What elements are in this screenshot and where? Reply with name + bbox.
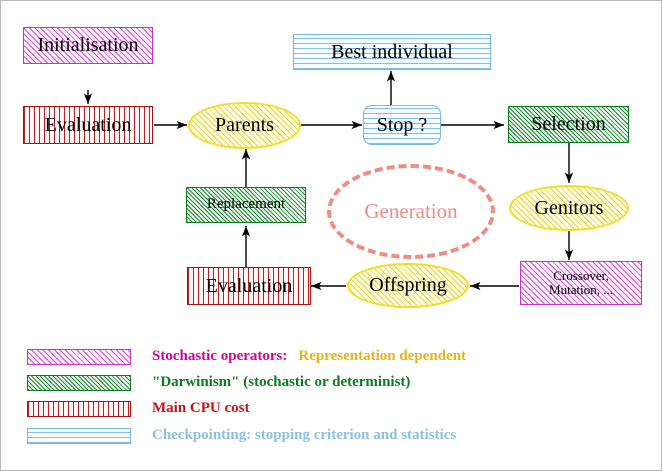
node-best-individual-label: Best individual [331, 40, 453, 63]
node-offspring[interactable]: Offspring [347, 263, 469, 308]
node-initialisation-label: Initialisation [37, 34, 139, 56]
legend-row-darwinism: "Darwinism" (stochastic or determinist) [27, 372, 410, 393]
legend-row-stochastic-operators: Stochastic operators: Representation dep… [27, 346, 466, 367]
node-stop-label: Stop ? [376, 113, 428, 136]
legend-swatch-red [27, 400, 131, 417]
node-generation-label: Generation [364, 199, 458, 223]
legend-swatch-blue [27, 427, 131, 444]
legend-row-checkpointing: Checkpointing: stopping criterion and st… [27, 425, 456, 446]
node-offspring-label: Offspring [369, 274, 447, 296]
node-selection-label: Selection [531, 113, 606, 135]
node-evaluation-bottom-label: Evaluation [205, 274, 293, 297]
node-initialisation[interactable]: Initialisation [23, 27, 153, 64]
node-replacement[interactable]: Replacement [186, 187, 306, 223]
legend-label-checkpointing: Checkpointing: stopping criterion and st… [152, 427, 457, 443]
node-evaluation-top-label: Evaluation [44, 113, 132, 136]
node-best-individual[interactable]: Best individual [293, 34, 491, 70]
node-parents-label: Parents [215, 114, 274, 136]
node-replacement-label: Replacement [206, 196, 286, 213]
legend-label-darwinism: "Darwinism" (stochastic or determinist) [152, 374, 411, 390]
node-generation-boundary: Generation [327, 164, 495, 259]
node-evaluation-top[interactable]: Evaluation [23, 106, 153, 144]
legend-label-stochastic-operators: Stochastic operators: [152, 348, 288, 364]
legend-swatch-magenta [27, 348, 131, 365]
legend-label-representation-dependent: Representation dependent [298, 348, 467, 364]
node-evaluation-bottom[interactable]: Evaluation [187, 267, 311, 305]
node-genitors[interactable]: Genitors [509, 185, 629, 231]
node-parents[interactable]: Parents [188, 102, 301, 149]
node-genitors-label: Genitors [534, 196, 604, 219]
legend-label-main-cpu-cost: Main CPU cost [152, 400, 250, 416]
node-stop[interactable]: Stop ? [363, 105, 441, 145]
node-crossover-line1: Crossover, [553, 268, 609, 284]
node-crossover-line2: Mutation, ... [549, 282, 613, 297]
legend-swatch-green [27, 374, 131, 391]
node-selection[interactable]: Selection [508, 106, 629, 143]
legend-row-main-cpu-cost: Main CPU cost [27, 398, 250, 419]
node-crossover-mutation[interactable]: Crossover, Mutation, ... [520, 261, 642, 305]
